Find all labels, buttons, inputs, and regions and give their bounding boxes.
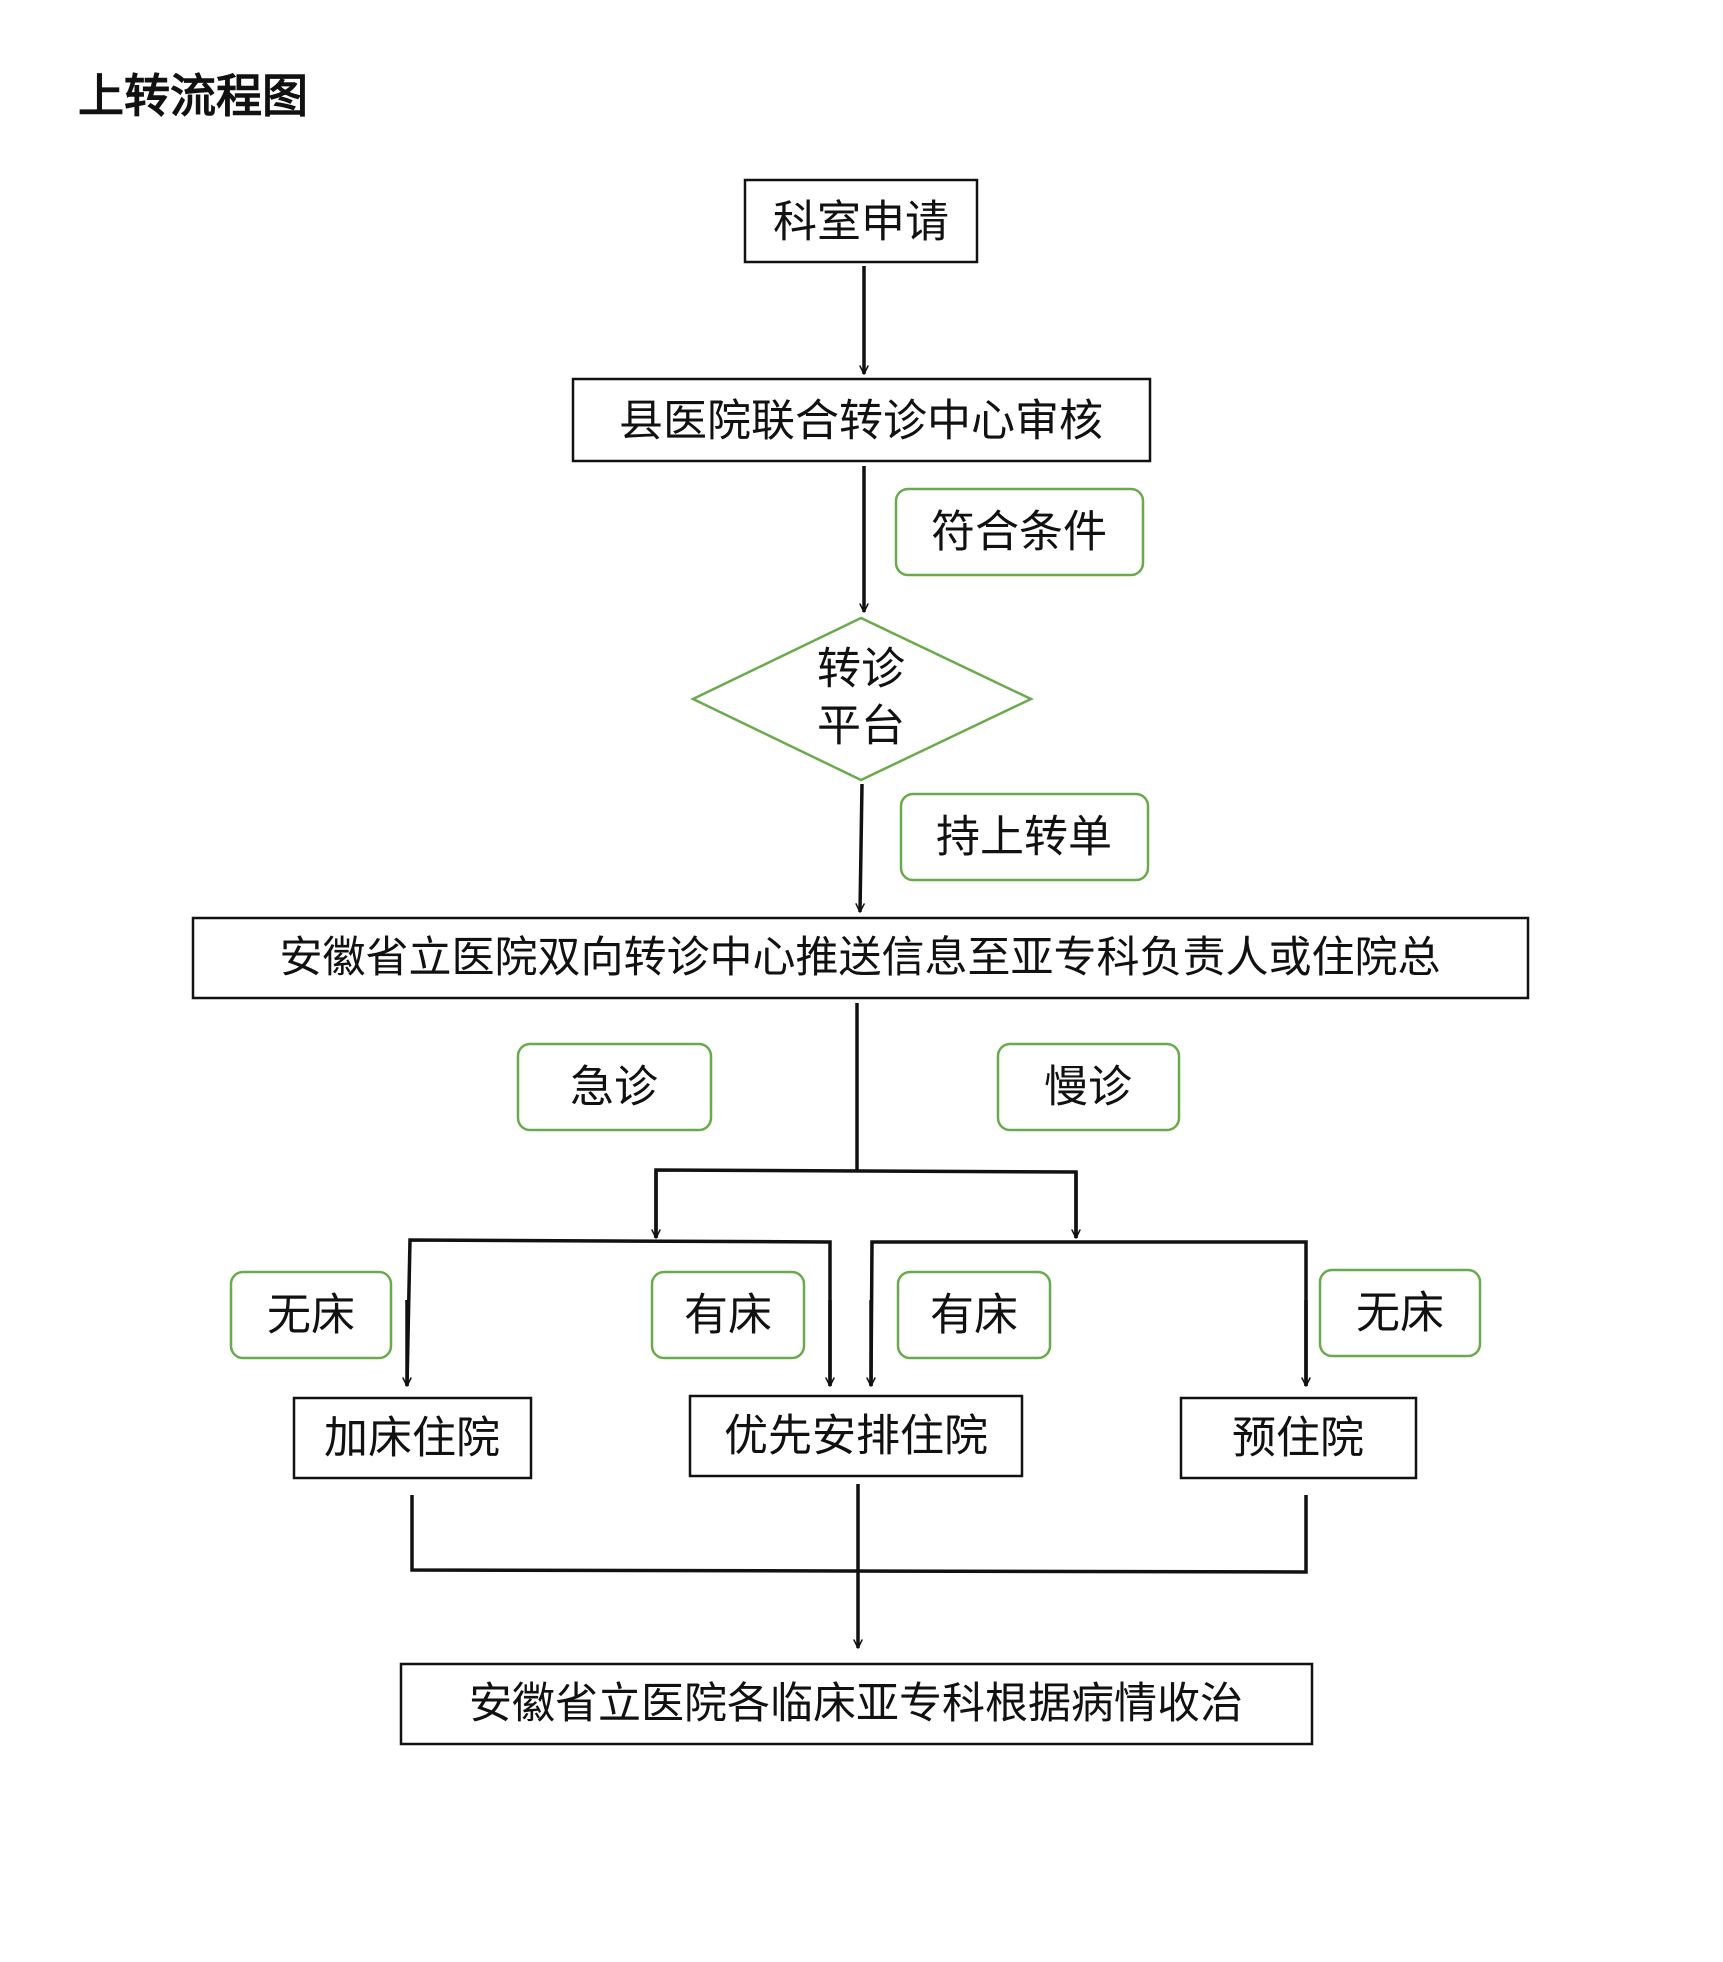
node-apply-label: 科室申请: [773, 197, 949, 248]
label-no-bed-right-text: 无床: [1356, 1288, 1444, 1339]
label-has-bed-right-text: 有床: [930, 1290, 1018, 1341]
node-priority: 优先安排住院: [688, 1394, 1024, 1478]
label-chronic: 慢诊: [996, 1042, 1181, 1132]
label-hold-form-text: 持上转单: [936, 812, 1112, 863]
label-no-bed-left-text: 无床: [267, 1290, 355, 1341]
page-title: 上转流程图: [78, 69, 308, 123]
node-pre-admit: 预住院: [1179, 1396, 1418, 1480]
label-qualified-text: 符合条件: [931, 507, 1107, 558]
label-emergency: 急诊: [516, 1042, 713, 1132]
label-hold-form: 持上转单: [899, 792, 1150, 882]
label-has-bed-left: 有床: [650, 1270, 806, 1360]
node-apply: 科室申请: [743, 178, 979, 264]
node-platform-label-2: 平台: [817, 701, 905, 752]
label-emergency-text: 急诊: [570, 1062, 658, 1113]
node-pre-admit-label: 预住院: [1232, 1413, 1364, 1464]
label-no-bed-left: 无床: [229, 1270, 393, 1360]
node-platform: 转诊 平台: [690, 616, 1034, 782]
label-qualified: 符合条件: [894, 487, 1145, 577]
node-county-review: 县医院联合转诊中心审核: [571, 377, 1152, 463]
connectors: [402, 266, 1311, 1649]
node-add-bed-label: 加床住院: [324, 1413, 500, 1464]
label-has-bed-left-text: 有床: [684, 1290, 772, 1341]
arrow-platform-to-push: [855, 783, 865, 913]
node-final-label: 安徽省立医院各临床亚专科根据病情收治: [469, 1679, 1243, 1729]
label-has-bed-right: 有床: [896, 1270, 1052, 1360]
node-platform-label-1: 转诊: [817, 644, 905, 695]
label-no-bed-right: 无床: [1318, 1268, 1482, 1358]
branch-horizontal: [654, 1168, 1078, 1238]
node-push-info: 安徽省立医院双向转诊中心推送信息至亚专科负责人或住院总: [191, 916, 1530, 1000]
node-priority-label: 优先安排住院: [724, 1411, 988, 1462]
node-add-bed: 加床住院: [292, 1396, 533, 1480]
node-final: 安徽省立医院各临床亚专科根据病情收治: [399, 1662, 1314, 1746]
node-push-info-label: 安徽省立医院双向转诊中心推送信息至亚专科负责人或住院总: [280, 933, 1441, 983]
node-county-review-label: 县医院联合转诊中心审核: [619, 396, 1103, 447]
label-chronic-text: 慢诊: [1044, 1062, 1132, 1113]
